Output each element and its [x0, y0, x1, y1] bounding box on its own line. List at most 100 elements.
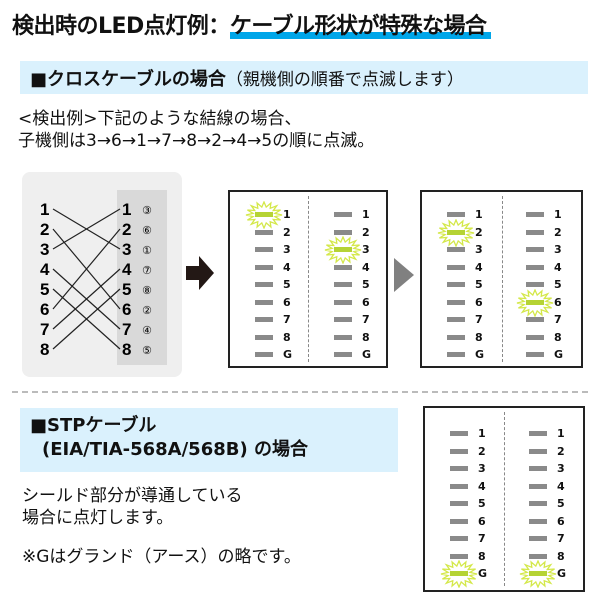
led-row: 5: [529, 495, 569, 513]
led-label: 7: [554, 313, 562, 327]
led-label: 1: [362, 208, 370, 222]
led-row: 1: [526, 206, 566, 224]
right-pin-label: 6: [122, 300, 131, 319]
led-row: 1: [450, 425, 490, 443]
led-row: 2: [255, 224, 295, 242]
led-label: 2: [362, 225, 370, 239]
led-label: 2: [478, 444, 486, 458]
led-row: 7: [334, 311, 374, 329]
led-row: 5: [334, 276, 374, 294]
led-label: 6: [478, 514, 486, 528]
led-indicator: [334, 229, 352, 235]
led-row: G: [447, 346, 487, 364]
led-row: 1: [334, 206, 374, 224]
right-pin-label: 7: [122, 320, 131, 339]
title-highlight: ケーブル形状が特殊な場合: [229, 14, 487, 39]
left-pin-label: 4: [40, 260, 50, 279]
led-row: 5: [447, 276, 487, 294]
led-row: 5: [450, 495, 490, 513]
led-indicator: [526, 264, 544, 270]
stp-description-line-1: シールド部分が導通している: [22, 486, 243, 506]
led-row: 8: [255, 329, 295, 347]
led-row: 3: [526, 241, 566, 259]
led-indicator: [529, 501, 547, 507]
led-indicator: [450, 483, 468, 489]
led-indicator: [334, 334, 352, 340]
led-indicator: [529, 536, 547, 542]
led-label: 5: [475, 278, 483, 292]
led-label: G: [557, 567, 567, 581]
led-row: 7: [526, 311, 566, 329]
led-indicator: [526, 247, 544, 253]
led-indicator: [526, 352, 544, 358]
led-label: 2: [283, 225, 291, 239]
led-label: 4: [478, 479, 486, 493]
led-label: 7: [478, 532, 486, 546]
right-pin-label: 8: [122, 340, 131, 359]
led-label: 5: [557, 497, 565, 511]
led-row: G: [440, 560, 490, 589]
led-label: 4: [557, 479, 565, 493]
led-indicator: [447, 282, 465, 288]
led-indicator-on: [440, 560, 478, 589]
cross-cable-heading: ■クロスケーブルの場合（親機側の順番で点滅します）: [20, 61, 588, 94]
led-indicator: [447, 264, 465, 270]
led-indicator-on: [437, 218, 475, 247]
ground-note: ※Gはグランド（アース）の略です。: [22, 547, 301, 567]
led-label: 6: [557, 514, 565, 528]
led-indicator-on: [516, 288, 554, 317]
led-indicator: [450, 553, 468, 559]
right-pin-order: ②: [142, 304, 152, 317]
led-row: 6: [447, 294, 487, 312]
led-label: 1: [478, 427, 486, 441]
led-row: 8: [334, 329, 374, 347]
led-label: 8: [557, 549, 565, 563]
stp-heading-line-1: ■STPケーブル: [30, 415, 157, 436]
led-indicator: [450, 466, 468, 472]
wiring-right-column-bg: [117, 190, 167, 365]
stp-cable-heading: ■STPケーブル (EIA/TIA-568A/568B) の場合: [20, 408, 398, 472]
led-label: 1: [554, 208, 562, 222]
led-row: 3: [324, 236, 374, 265]
led-row: 6: [255, 294, 295, 312]
led-row: 8: [447, 329, 487, 347]
led-label: 4: [554, 260, 562, 274]
led-indicator: [255, 229, 273, 235]
led-indicator: [447, 352, 465, 358]
led-row: 2: [526, 224, 566, 242]
led-label: 7: [557, 532, 565, 546]
led-row: 4: [334, 259, 374, 277]
led-label: G: [554, 348, 564, 362]
led-indicator: [529, 466, 547, 472]
led-indicator: [447, 334, 465, 340]
led-row: 6: [516, 288, 566, 317]
led-indicator: [255, 299, 273, 305]
left-pin-label: 8: [40, 340, 49, 359]
led-label: 3: [362, 243, 370, 257]
led-row: 1: [447, 206, 487, 224]
led-label: 1: [475, 208, 483, 222]
led-row: 4: [450, 478, 490, 496]
led-indicator-on: [245, 201, 283, 230]
led-indicator: [447, 212, 465, 218]
wire-line: [52, 208, 121, 250]
led-label: 8: [362, 330, 370, 344]
wire-line: [52, 268, 121, 330]
led-indicator: [450, 518, 468, 524]
led-row: 8: [529, 548, 569, 566]
led-indicator: [255, 317, 273, 323]
led-indicator: [526, 282, 544, 288]
right-pin-order: ③: [142, 204, 152, 217]
led-label: 3: [283, 243, 291, 257]
led-label: 5: [478, 497, 486, 511]
led-label: G: [475, 348, 485, 362]
led-row: 2: [529, 443, 569, 461]
right-pin-order: ④: [142, 324, 152, 337]
led-indicator: [334, 352, 352, 358]
